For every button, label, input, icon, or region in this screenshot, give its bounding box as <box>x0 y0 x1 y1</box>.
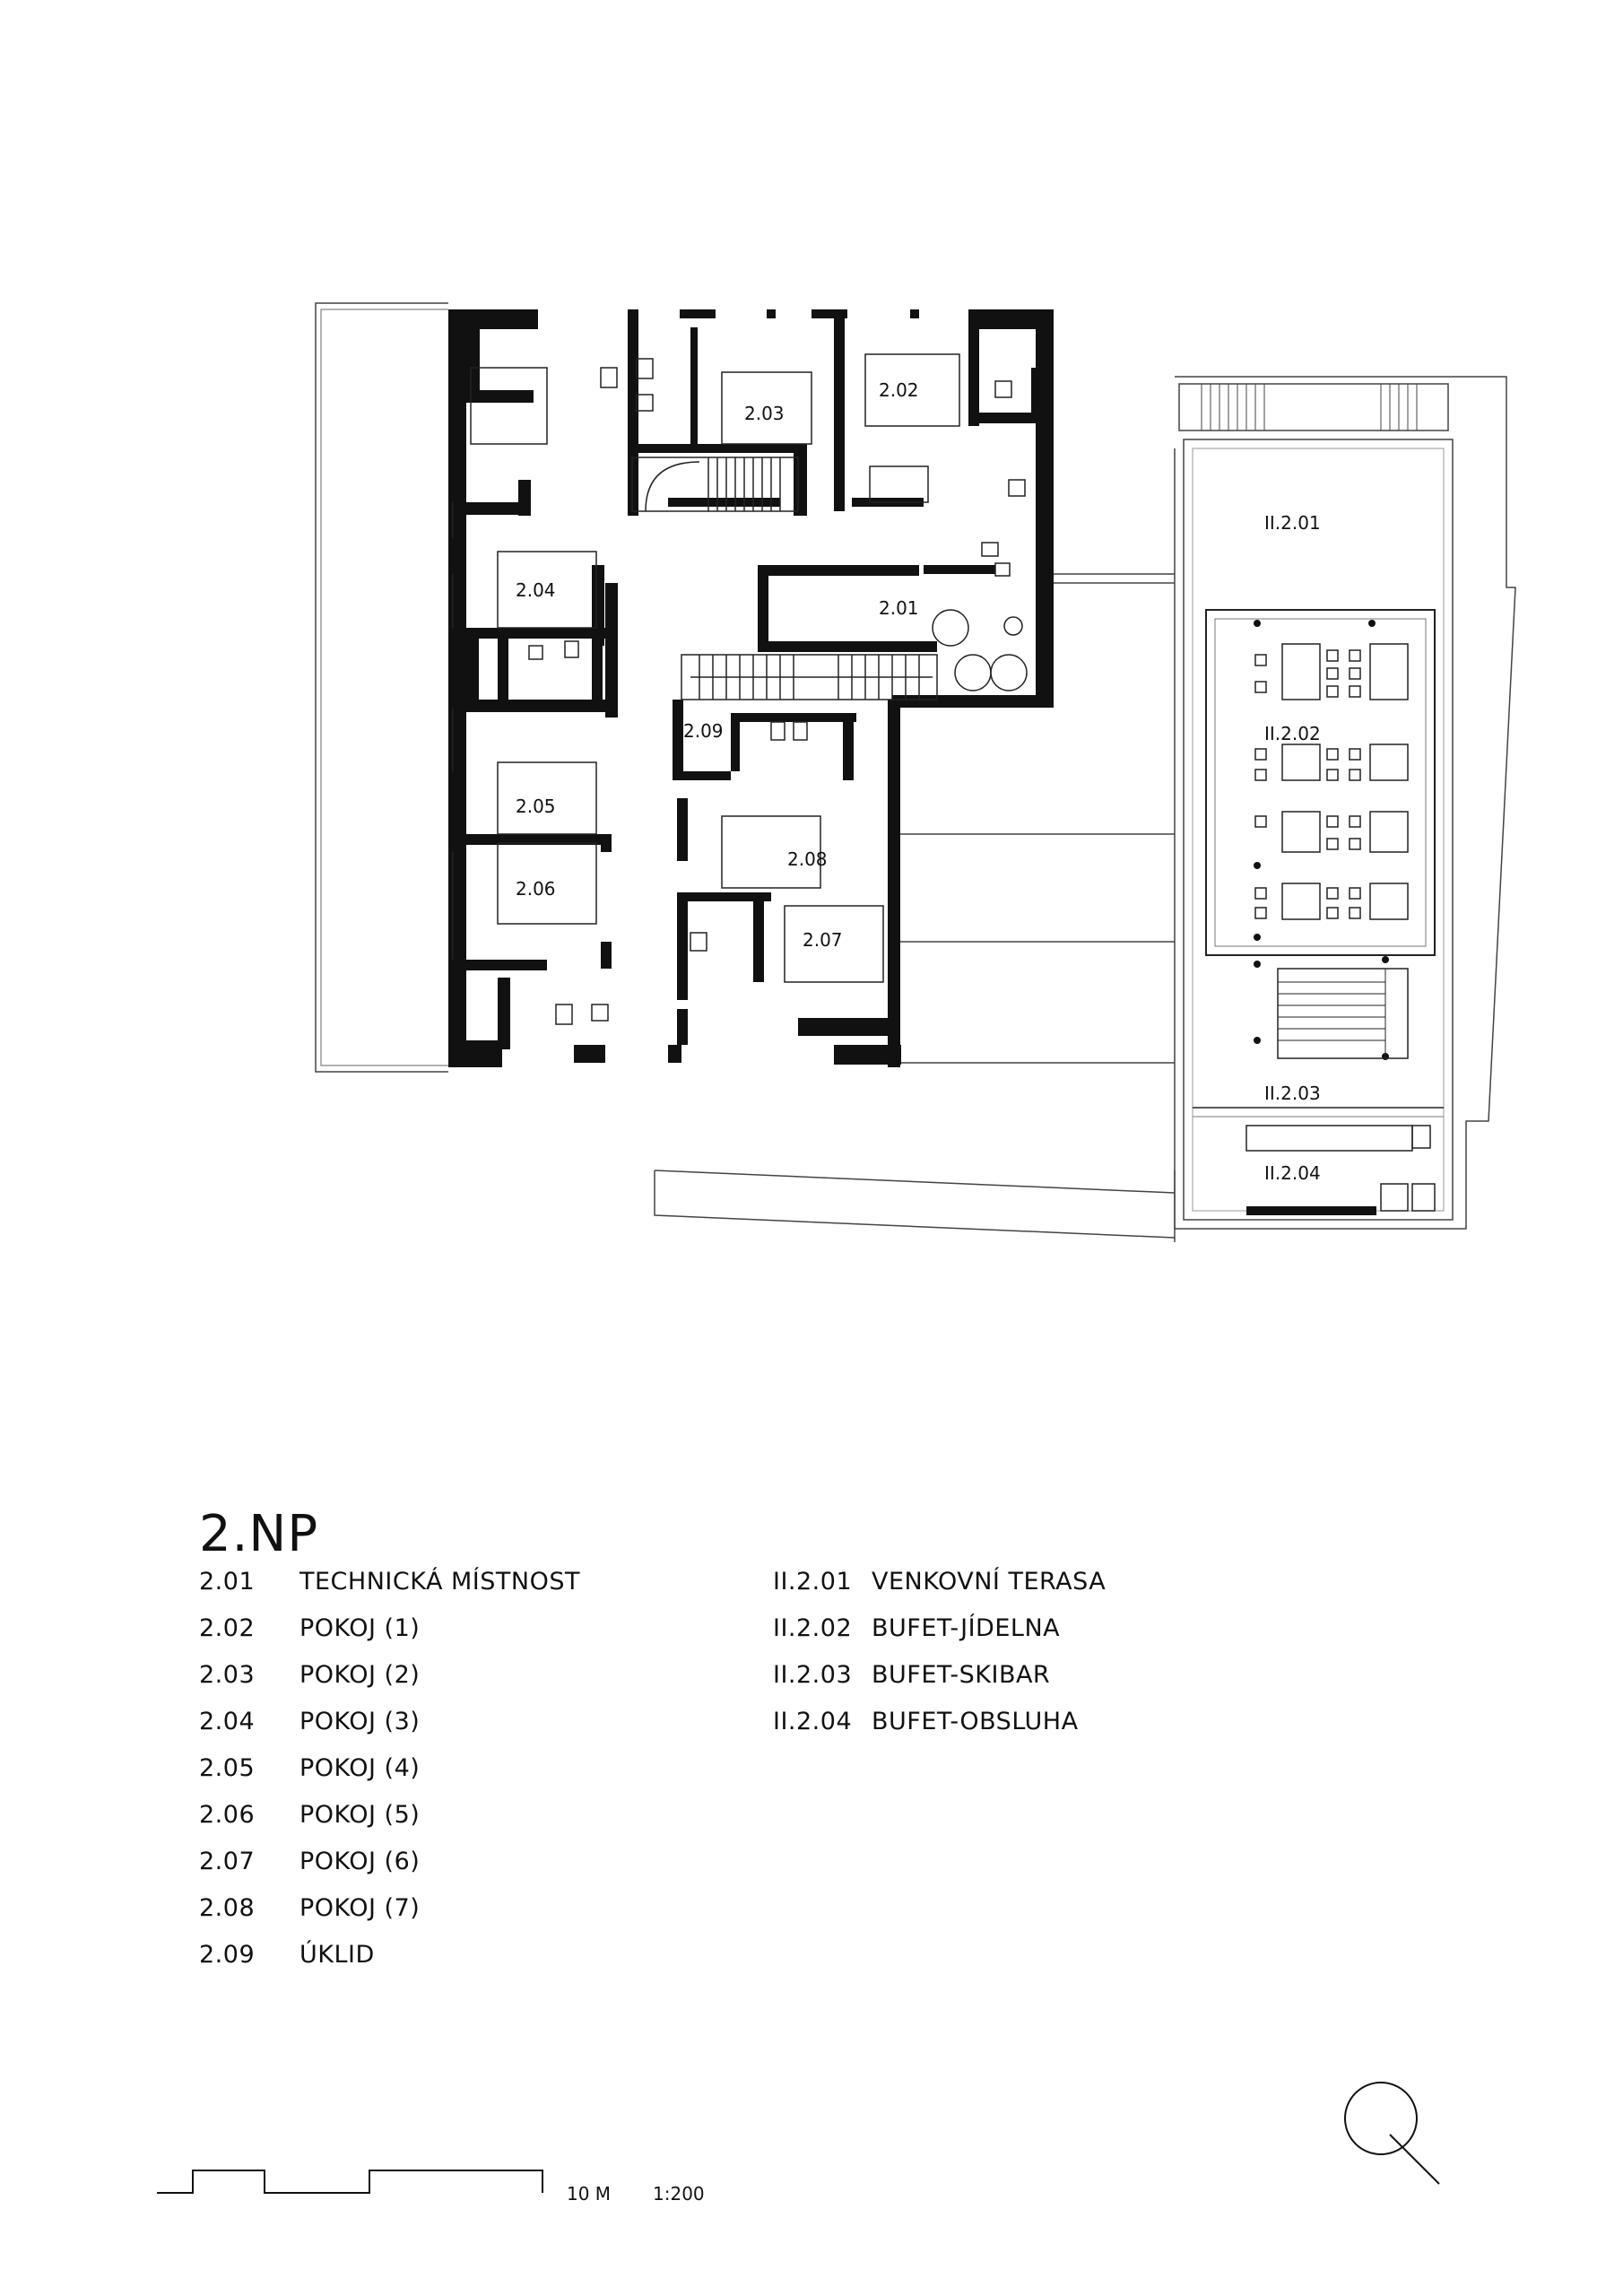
legend-row: II.2.01 VENKOVNÍ TERASA <box>773 1559 1239 1605</box>
legend-code: 2.08 <box>199 1894 256 1922</box>
scale-bar: 10 M 1:200 <box>157 2170 705 2205</box>
interior-fixtures <box>452 353 1028 1025</box>
label-II-2-03: II.2.03 <box>1264 1083 1321 1104</box>
floor-title: 2.NP <box>199 1504 319 1563</box>
legend-row: II.2.02 BUFET-JÍDELNA <box>773 1605 1239 1652</box>
legend-code: 2.09 <box>199 1941 256 1969</box>
dining-tables <box>1254 643 1409 920</box>
room-legend-right: II.2.01 VENKOVNÍ TERASA II.2.02 BUFET-JÍDE… <box>773 1559 1239 1745</box>
legend-row: 2.01 TECHNICKÁ MÍSTNOST <box>199 1559 701 1605</box>
legend-row: II.2.04 BUFET-OBSLUHA <box>773 1699 1239 1745</box>
legend-name: BUFET-JÍDELNA <box>872 1614 1061 1642</box>
legend-name: ÚKLID <box>299 1941 375 1969</box>
legend-code: II.2.01 <box>773 1568 853 1596</box>
legend-name: POKOJ (4) <box>299 1754 421 1782</box>
room-legend-left: 2.01 TECHNICKÁ MÍSTNOST 2.02 POKOJ (1) 2.0… <box>199 1559 701 1979</box>
legend-row: 2.05 POKOJ (4) <box>199 1745 701 1792</box>
label-2-07: 2.07 <box>803 929 843 951</box>
label-2-02: 2.02 <box>879 379 919 401</box>
label-2-09: 2.09 <box>683 720 724 742</box>
legend-name: POKOJ (2) <box>299 1661 421 1689</box>
legend-row: 2.08 POKOJ (7) <box>199 1885 701 1932</box>
legend-row: 2.09 ÚKLID <box>199 1932 701 1979</box>
legend-name: POKOJ (6) <box>299 1848 421 1875</box>
legend-name: POKOJ (5) <box>299 1801 421 1829</box>
legend-row: 2.02 POKOJ (1) <box>199 1605 701 1652</box>
legend-name: BUFET-SKIBAR <box>872 1661 1051 1689</box>
legend-code: 2.04 <box>199 1708 256 1735</box>
legend-row: II.2.03 BUFET-SKIBAR <box>773 1652 1239 1699</box>
legend-row: 2.06 POKOJ (5) <box>199 1792 701 1839</box>
legend-name: POKOJ (7) <box>299 1894 421 1922</box>
legend-code: II.2.03 <box>773 1661 853 1689</box>
legend-code: 2.07 <box>199 1848 256 1875</box>
site-outline <box>315 302 1176 1242</box>
legend-row: 2.07 POKOJ (6) <box>199 1839 701 1885</box>
legend-code: 2.06 <box>199 1801 256 1829</box>
legend-code: 2.05 <box>199 1754 256 1782</box>
label-2-04: 2.04 <box>516 579 556 601</box>
label-2-03: 2.03 <box>744 403 785 424</box>
legend-name: POKOJ (3) <box>299 1708 421 1735</box>
legend-name: TECHNICKÁ MÍSTNOST <box>299 1568 580 1596</box>
north-arrow-icon <box>1344 2082 1440 2185</box>
legend-row: 2.03 POKOJ (2) <box>199 1652 701 1699</box>
legend-code: II.2.04 <box>773 1708 853 1735</box>
legend-code: 2.03 <box>199 1661 256 1689</box>
legend-row: 2.04 POKOJ (3) <box>199 1699 701 1745</box>
legend-name: VENKOVNÍ TERASA <box>872 1568 1107 1596</box>
label-II-2-01: II.2.01 <box>1264 512 1321 534</box>
legend-code: 2.02 <box>199 1614 256 1642</box>
label-II-2-04: II.2.04 <box>1264 1162 1321 1184</box>
legend-code: 2.01 <box>199 1568 256 1596</box>
scale-length-label: 10 M <box>567 2183 611 2205</box>
label-2-01: 2.01 <box>879 597 919 619</box>
label-2-05: 2.05 <box>516 796 556 817</box>
room-labels: 2.01 2.02 2.03 2.04 2.05 2.06 2.07 2.08 … <box>516 379 1321 1184</box>
scale-ratio-label: 1:200 <box>653 2183 705 2205</box>
legend-name: POKOJ (1) <box>299 1614 421 1642</box>
label-II-2-02: II.2.02 <box>1264 723 1321 744</box>
annex-building <box>1174 376 1516 1230</box>
legend-code: II.2.02 <box>773 1614 853 1642</box>
label-2-08: 2.08 <box>787 848 828 870</box>
label-2-06: 2.06 <box>516 878 556 900</box>
legend-name: BUFET-OBSLUHA <box>872 1708 1079 1735</box>
